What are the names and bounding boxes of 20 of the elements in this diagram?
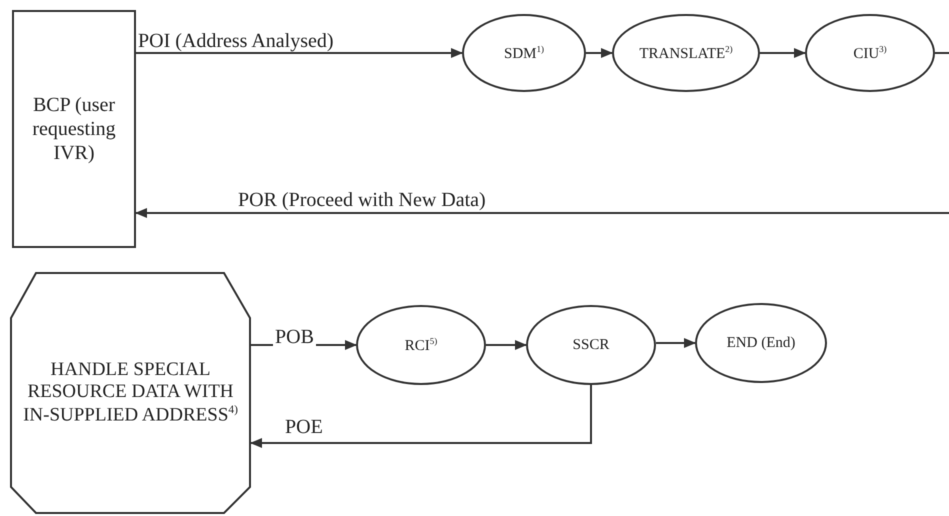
arrow bbox=[586, 48, 613, 58]
arrow bbox=[486, 340, 527, 350]
node-label: SSCR bbox=[572, 336, 610, 354]
node-label: CIU$^{3)}$ bbox=[853, 44, 887, 62]
arrow bbox=[250, 385, 592, 448]
node-label: HANDLE SPECIAL RESOURCE DATA WITH IN-SUPPLIED ADDRESS$^{4)}$ bbox=[22, 358, 239, 428]
arrow bbox=[760, 48, 806, 58]
connector-line bbox=[935, 52, 949, 54]
edge-label: POI (Address Analysed) bbox=[136, 30, 336, 52]
octagon-box bbox=[10, 272, 251, 514]
node-label: BCP (user requesting IVR) bbox=[31, 93, 117, 165]
process-box bbox=[12, 10, 136, 248]
node-label: TRANSLATE$^{2)}$ bbox=[639, 44, 733, 62]
arrow bbox=[136, 48, 463, 58]
node-label: RCI$^{5)}$ bbox=[404, 336, 438, 354]
node-label: SDM$^{1)}$ bbox=[504, 44, 544, 62]
edge-label: POR (Proceed with New Data) bbox=[236, 189, 488, 211]
arrow bbox=[135, 208, 949, 218]
node-label: END (End) bbox=[726, 334, 796, 352]
arrow bbox=[656, 338, 696, 348]
